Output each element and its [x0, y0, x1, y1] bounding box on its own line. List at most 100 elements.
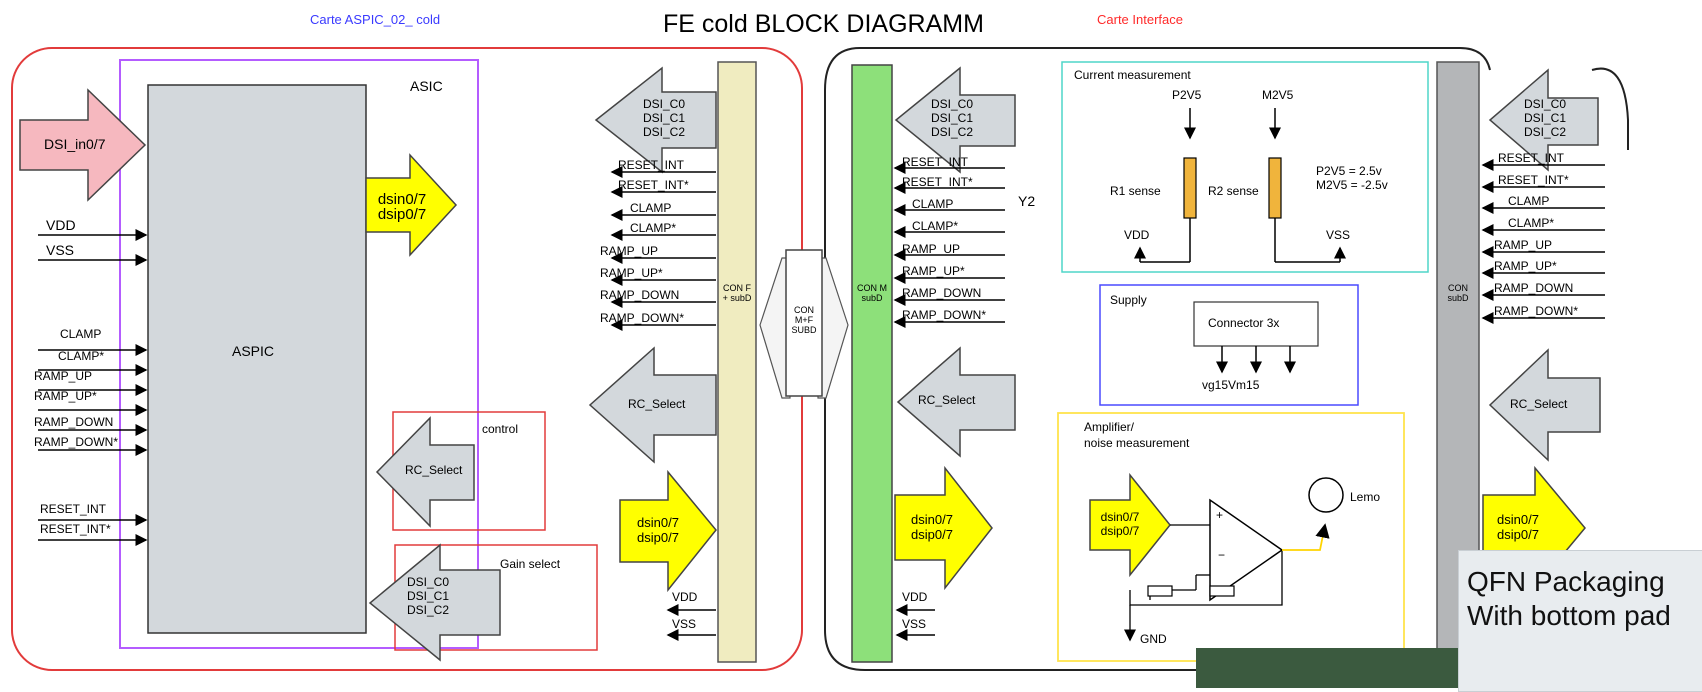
right-dsip-label: dsip0/7: [1488, 527, 1548, 542]
if-ramp-up: RAMP_UP: [902, 242, 960, 256]
right-clamp-n: CLAMP*: [1508, 216, 1554, 230]
center-con-label: CON: [786, 305, 822, 315]
p2v5-eq: P2V5 = 2.5v: [1316, 164, 1382, 178]
gnd-label: GND: [1140, 632, 1167, 646]
center-mf-label: M+F: [786, 315, 822, 325]
if-clamp-n: CLAMP*: [912, 219, 958, 233]
aspic-reset-int-label: RESET_INT: [40, 502, 106, 516]
opamp-plus: +: [1216, 508, 1223, 522]
m2v5-eq: M2V5 = -2.5v: [1316, 178, 1388, 192]
if-ramp-down: RAMP_DOWN: [902, 286, 981, 300]
mid-vdd: VDD: [672, 590, 697, 604]
gain-select-label: Gain select: [500, 557, 560, 571]
if-rc-select-label: RC_Select: [918, 393, 975, 407]
lemo-connector-icon: [1309, 478, 1343, 512]
con-f-label: CON F: [716, 283, 758, 293]
asic-label: ASIC: [410, 78, 443, 94]
block-diagram-canvas: [0, 0, 1702, 676]
right-ramp-up: RAMP_UP: [1494, 238, 1552, 252]
aspic-dsin-label: dsin0/7: [372, 192, 432, 207]
center-subd-label: SUBD: [786, 325, 822, 335]
if-reset-int-n: RESET_INT*: [902, 175, 973, 189]
aspic-ramp-up-label: RAMP_UP: [34, 369, 92, 383]
right-ramp-down: RAMP_DOWN: [1494, 281, 1573, 295]
aspic-vss-label: VSS: [46, 242, 74, 258]
mid-vss: VSS: [672, 617, 696, 631]
y2-label: Y2: [1018, 193, 1035, 209]
amplifier-title: Amplifier/: [1084, 420, 1134, 434]
right-dsi-c1: DSI_C1: [1515, 111, 1575, 125]
aspic-ramp-down-label: RAMP_DOWN: [34, 415, 113, 429]
r2-sense-resistor: [1269, 158, 1281, 218]
amp-dsip-label: dsip0/7: [1088, 524, 1152, 538]
mid-clamp: CLAMP: [630, 201, 671, 215]
r1-sense-resistor: [1184, 158, 1196, 218]
supply-title: Supply: [1110, 293, 1147, 307]
aspic-dsip-label: dsip0/7: [372, 207, 432, 222]
gain-dsi-c2: DSI_C2: [398, 603, 458, 617]
aspic-clamp-label: CLAMP: [60, 327, 101, 341]
if-vdd: VDD: [902, 590, 927, 604]
mid-dsi-c2: DSI_C2: [634, 125, 694, 139]
mid-ramp-up-n: RAMP_UP*: [600, 266, 663, 280]
mid-dsin-label: dsin0/7: [628, 515, 688, 530]
mid-dsi-c0: DSI_C0: [634, 97, 694, 111]
aspic-block: [148, 85, 366, 633]
if-ramp-down-n: RAMP_DOWN*: [902, 308, 986, 322]
opamp-minus: −: [1218, 548, 1225, 562]
if-dsi-c0: DSI_C0: [922, 97, 982, 111]
right-con-label: CON: [1437, 283, 1479, 293]
right-rc-select-label: RC_Select: [1510, 397, 1567, 411]
mid-ramp-down: RAMP_DOWN: [600, 288, 679, 302]
mid-reset-int-n: RESET_INT*: [618, 178, 689, 192]
current-measurement-title: Current measurement: [1074, 68, 1191, 82]
lemo-label: Lemo: [1350, 490, 1380, 504]
m2v5-label: M2V5: [1262, 88, 1293, 102]
qfn-line2: With bottom pad: [1459, 599, 1702, 633]
control-label: control: [482, 422, 518, 436]
aspic-clamp-n-label: CLAMP*: [58, 349, 104, 363]
right-dsi-c2: DSI_C2: [1515, 125, 1575, 139]
right-reset-int: RESET_INT: [1498, 151, 1564, 165]
aspic-vdd-label: VDD: [46, 217, 76, 233]
noise-measurement-title: noise measurement: [1084, 436, 1189, 450]
if-clamp: CLAMP: [912, 197, 953, 211]
mid-rc-select-label: RC_Select: [628, 397, 685, 411]
if-ramp-up-n: RAMP_UP*: [902, 264, 965, 278]
if-dsi-c2: DSI_C2: [922, 125, 982, 139]
con-m-subd-label: subD: [850, 293, 894, 303]
aspic-ramp-down-n-label: RAMP_DOWN*: [34, 435, 118, 449]
right-subd-label: subD: [1437, 293, 1479, 303]
mid-clamp-n: CLAMP*: [630, 221, 676, 235]
r1-sense-label: R1 sense: [1110, 184, 1161, 198]
right-ramp-up-n: RAMP_UP*: [1494, 259, 1557, 273]
if-vss: VSS: [902, 617, 926, 631]
gain-dsi-c0: DSI_C0: [398, 575, 458, 589]
right-dsin-label: dsin0/7: [1488, 512, 1548, 527]
right-clamp: CLAMP: [1508, 194, 1549, 208]
mid-dsip-label: dsip0/7: [628, 530, 688, 545]
gain-dsi-c1: DSI_C1: [398, 589, 458, 603]
qfn-line1: QFN Packaging: [1459, 551, 1702, 599]
aspic-label: ASPIC: [232, 343, 274, 359]
mid-ramp-down-n: RAMP_DOWN*: [600, 311, 684, 325]
mid-dsi-c1: DSI_C1: [634, 111, 694, 125]
aspic-rc-select-label: RC_Select: [405, 463, 462, 477]
supply-rails-label: vg15Vm15: [1202, 378, 1259, 392]
mid-reset-int: RESET_INT: [618, 158, 684, 172]
if-dsi-c1: DSI_C1: [922, 111, 982, 125]
con-m-label: CON M: [850, 283, 894, 293]
right-ramp-down-n: RAMP_DOWN*: [1494, 304, 1578, 318]
r2-sense-label: R2 sense: [1208, 184, 1259, 198]
dsi-in-label: DSI_in0/7: [44, 136, 105, 152]
current-vss-label: VSS: [1326, 228, 1350, 242]
con-m-subd-connector: [852, 65, 892, 662]
aspic-reset-int-n-label: RESET_INT*: [40, 522, 111, 536]
con-f-subd-connector: [718, 62, 756, 662]
qfn-callout: QFN Packaging With bottom pad: [1458, 550, 1702, 692]
right-reset-int-n: RESET_INT*: [1498, 173, 1569, 187]
con-f-subd-label: + subD: [716, 293, 758, 303]
if-dsip-label: dsip0/7: [902, 527, 962, 542]
aspic-ramp-up-n-label: RAMP_UP*: [34, 389, 97, 403]
if-dsin-label: dsin0/7: [902, 512, 962, 527]
